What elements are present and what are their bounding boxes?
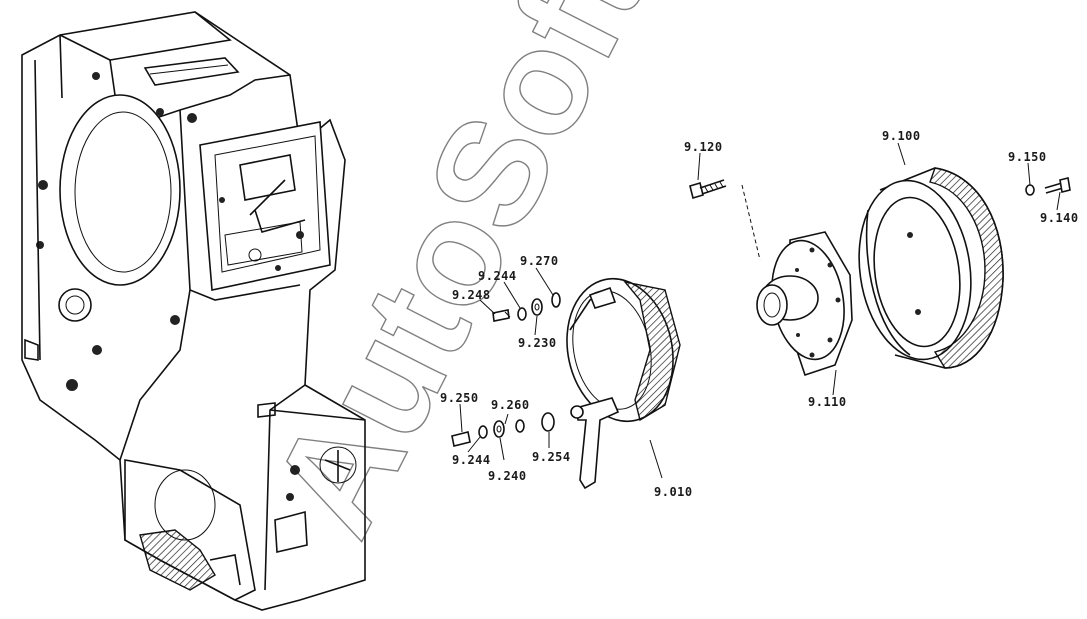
callout-9270: 9.270 — [520, 254, 559, 268]
callout-9140: 9.140 — [1040, 211, 1079, 225]
callout-9010: 9.010 — [654, 485, 693, 499]
callout-9244-lower: 9.244 — [452, 453, 491, 467]
bolt-9120 — [689, 179, 761, 261]
leader-lines — [459, 142, 1061, 479]
callout-9254: 9.254 — [532, 450, 571, 464]
brake-hub — [756, 231, 853, 377]
callout-9110: 9.110 — [808, 395, 847, 409]
callout-9230: 9.230 — [518, 336, 557, 350]
small-hardware-upper — [492, 292, 561, 322]
brake-shoe-assembly — [566, 277, 681, 490]
callout-9120: 9.120 — [684, 140, 723, 154]
callout-9240: 9.240 — [488, 469, 527, 483]
callout-9250: 9.250 — [440, 391, 479, 405]
callout-9248: 9.248 — [452, 288, 491, 302]
callout-9244-upper: 9.244 — [478, 269, 517, 283]
callout-labels: 9.120 9.100 9.150 9.140 9.270 9.244 9.24… — [440, 129, 1079, 499]
brake-drum — [858, 167, 1004, 369]
callout-9150: 9.150 — [1008, 150, 1047, 164]
callout-9260: 9.260 — [491, 398, 530, 412]
small-hardware-lower — [451, 412, 555, 447]
transmission-housing — [21, 11, 366, 611]
bolt-9140 — [1025, 177, 1071, 196]
callout-9100: 9.100 — [882, 129, 921, 143]
